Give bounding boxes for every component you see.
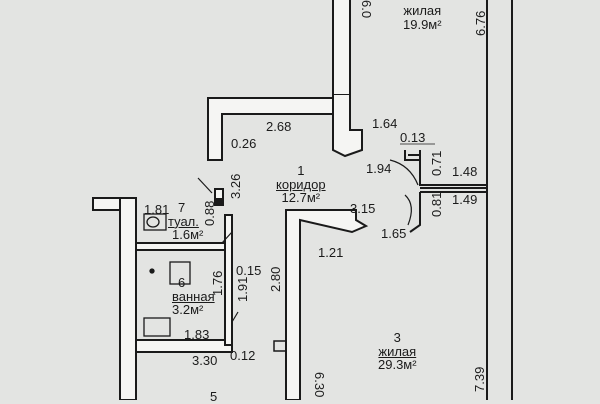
door-arc-bath	[221, 231, 233, 244]
dim-0-15: 0.15	[236, 263, 262, 278]
room-bath: 6 ванная 3.2м²	[172, 276, 215, 317]
dim-3-30: 3.30	[192, 353, 218, 368]
toilet-fixture	[143, 213, 167, 231]
room-bath-number: 6	[178, 275, 186, 290]
room-living-top-area: 19.9м²	[403, 16, 442, 32]
dim-1-91: 1.91	[235, 276, 250, 302]
dim-6-0: 6.0	[359, 0, 374, 19]
dim-1-81: 1.81	[144, 202, 170, 217]
dim-5: 5	[210, 389, 218, 404]
wall-partition-right	[404, 150, 487, 233]
room-living-main-name: жилая	[378, 343, 417, 359]
room-toilet-area: 1.6м²	[172, 227, 204, 243]
room-bath-area: 3.2м²	[172, 302, 204, 318]
dim-1-49: 1.49	[452, 192, 478, 207]
room-corridor-number: 1	[297, 163, 305, 178]
wall-corridor-top	[207, 97, 334, 161]
door-arc-bath-2	[231, 311, 239, 323]
wall-wet-block	[92, 197, 233, 400]
dim-3-15: 3.15	[350, 201, 376, 216]
dim-1-65: 1.65	[381, 226, 407, 241]
dim-6-30: 6.30	[312, 372, 327, 398]
dim-1-94: 1.94	[366, 161, 392, 176]
room-toilet-number: 7	[178, 200, 186, 215]
room-living-main: 3 жилая 29.3м²	[378, 331, 417, 372]
dim-0-88: 0.88	[202, 200, 217, 226]
room-corridor-name: коридор	[276, 176, 326, 192]
room-toilet: 7 туал. 1.6м²	[168, 201, 203, 242]
door-arc-top-room	[389, 159, 419, 186]
room-corridor-area: 12.7м²	[281, 190, 321, 206]
wall-top-room-left	[332, 0, 363, 158]
exterior-wall-right	[486, 0, 513, 400]
dim-0-71: 0.71	[429, 150, 444, 176]
door-arc-toilet	[197, 177, 213, 194]
wall-main-room	[285, 209, 369, 400]
dim-1-83: 1.83	[184, 327, 210, 342]
dim-0-26: 0.26	[231, 136, 257, 151]
dim-7-39: 7.39	[472, 366, 487, 392]
dim-1-48: 1.48	[452, 164, 478, 179]
dim-1-76: 1.76	[210, 270, 225, 296]
room-living-top: жилая 19.9м²	[403, 4, 442, 31]
dim-0-81: 0.81	[429, 191, 444, 217]
door-jamb-main	[273, 340, 287, 352]
bath-fixtures	[143, 261, 191, 337]
room-corridor: 1 коридор 12.7м²	[276, 164, 326, 205]
vent-shaft-inner	[216, 190, 222, 198]
room-bath-name: ванная	[172, 288, 215, 304]
dim-2-68: 2.68	[266, 119, 292, 134]
dim-1-64: 1.64	[372, 116, 398, 131]
dim-2-80: 2.80	[268, 266, 283, 292]
room-toilet-name: туал.	[168, 213, 199, 229]
room-living-top-name: жилая	[403, 3, 442, 18]
dim-0-12: 0.12	[230, 348, 256, 363]
door-arc-main-room	[404, 194, 412, 226]
room-living-main-number: 3	[393, 330, 401, 345]
dim-6-76: 6.76	[473, 10, 488, 36]
dim-0-13: 0.13	[400, 130, 426, 145]
dim-1-21: 1.21	[318, 245, 344, 260]
room-living-main-area: 29.3м²	[378, 357, 417, 373]
dim-3-26: 3.26	[228, 173, 243, 199]
